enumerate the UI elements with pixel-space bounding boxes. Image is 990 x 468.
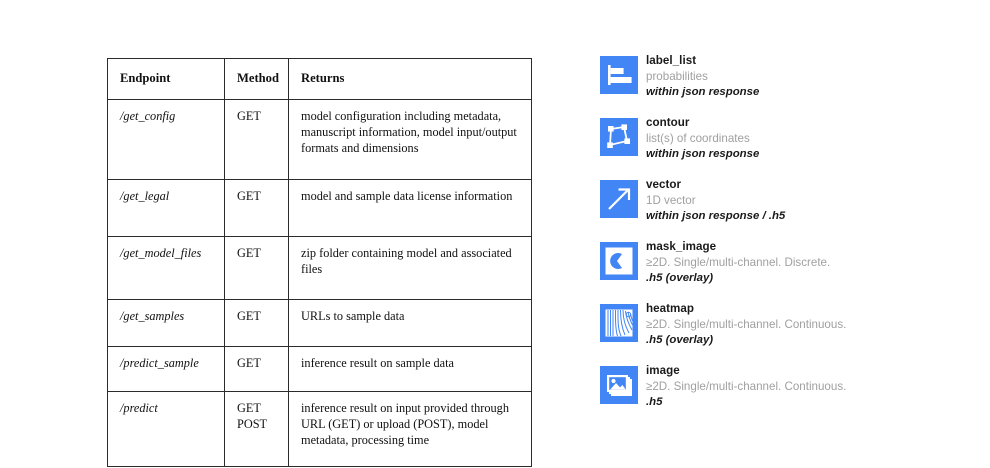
cell-endpoint: /get_config bbox=[107, 98, 225, 180]
cell-method: GET bbox=[224, 298, 289, 347]
table-header-row: Endpoint Method Returns bbox=[107, 58, 532, 100]
cell-method: GET bbox=[224, 345, 289, 392]
cell-endpoint: /get_legal bbox=[107, 178, 225, 237]
legend-item-heatmap: heatmap ≥2D. Single/multi-channel. Conti… bbox=[600, 301, 940, 366]
heatmap-contour-icon bbox=[600, 304, 638, 342]
cell-returns: model configuration including metadata, … bbox=[288, 98, 532, 180]
legend-subtitle: list(s) of coordinates bbox=[646, 131, 750, 145]
bar-chart-icon bbox=[600, 56, 638, 94]
legend-note: within json response bbox=[646, 85, 760, 98]
table-row: /get_model_files GET zip folder containi… bbox=[107, 235, 532, 300]
legend-note: .h5 (overlay) bbox=[646, 271, 714, 284]
legend-note: .h5 (overlay) bbox=[646, 333, 714, 346]
mask-blob-icon bbox=[600, 242, 638, 280]
legend-subtitle: ≥2D. Single/multi-channel. Continuous. bbox=[646, 317, 847, 331]
output-type-legend: label_list probabilities within json res… bbox=[600, 53, 940, 428]
legend-item-label-list: label_list probabilities within json res… bbox=[600, 53, 940, 118]
cell-returns: inference result on sample data bbox=[288, 345, 532, 392]
cell-returns: URLs to sample data bbox=[288, 298, 532, 347]
legend-title: contour bbox=[646, 116, 690, 129]
cell-endpoint: /predict bbox=[107, 390, 225, 467]
table-row: /predict GET POST inference result on in… bbox=[107, 390, 532, 467]
cell-method: GET bbox=[224, 235, 289, 300]
table-row: /get_config GET model configuration incl… bbox=[107, 98, 532, 180]
legend-text-block: label_list probabilities within json res… bbox=[646, 53, 938, 101]
endpoint-table: Endpoint Method Returns /get_config GET … bbox=[107, 58, 532, 467]
legend-note: .h5 bbox=[646, 395, 663, 408]
legend-note: within json response / .h5 bbox=[646, 209, 786, 222]
cell-returns: model and sample data license informatio… bbox=[288, 178, 532, 237]
endpoint-table-container: Endpoint Method Returns /get_config GET … bbox=[107, 58, 532, 467]
cell-returns: zip folder containing model and associat… bbox=[288, 235, 532, 300]
legend-text-block: vector 1D vector within json response / … bbox=[646, 177, 938, 225]
legend-subtitle: 1D vector bbox=[646, 193, 696, 207]
column-header-endpoint: Endpoint bbox=[107, 58, 225, 100]
photo-stack-icon bbox=[600, 366, 638, 404]
cell-endpoint: /predict_sample bbox=[107, 345, 225, 392]
legend-note: within json response bbox=[646, 147, 760, 160]
cell-returns: inference result on input provided throu… bbox=[288, 390, 532, 467]
cell-method: GET bbox=[224, 98, 289, 180]
cell-endpoint: /get_model_files bbox=[107, 235, 225, 300]
table-row: /predict_sample GET inference result on … bbox=[107, 345, 532, 392]
legend-item-mask-image: mask_image ≥2D. Single/multi-channel. Di… bbox=[600, 239, 940, 304]
table-row: /get_legal GET model and sample data lic… bbox=[107, 178, 532, 237]
polygon-contour-icon bbox=[600, 118, 638, 156]
legend-title: vector bbox=[646, 178, 682, 191]
cell-method: GET POST bbox=[224, 390, 289, 467]
legend-item-vector: vector 1D vector within json response / … bbox=[600, 177, 940, 242]
arrow-up-right-icon bbox=[600, 180, 638, 218]
legend-text-block: mask_image ≥2D. Single/multi-channel. Di… bbox=[646, 239, 938, 287]
legend-text-block: heatmap ≥2D. Single/multi-channel. Conti… bbox=[646, 301, 938, 349]
legend-text-block: image ≥2D. Single/multi-channel. Continu… bbox=[646, 363, 938, 411]
column-header-method: Method bbox=[224, 58, 289, 100]
legend-subtitle: ≥2D. Single/multi-channel. Continuous. bbox=[646, 379, 847, 393]
legend-title: mask_image bbox=[646, 240, 717, 253]
legend-subtitle: ≥2D. Single/multi-channel. Discrete. bbox=[646, 255, 831, 269]
legend-text-block: contour list(s) of coordinates within js… bbox=[646, 115, 938, 163]
cell-method: GET bbox=[224, 178, 289, 237]
column-header-returns: Returns bbox=[288, 58, 532, 100]
cell-endpoint: /get_samples bbox=[107, 298, 225, 347]
legend-subtitle: probabilities bbox=[646, 69, 708, 83]
legend-item-image: image ≥2D. Single/multi-channel. Continu… bbox=[600, 363, 940, 428]
legend-title: label_list bbox=[646, 54, 697, 67]
legend-item-contour: contour list(s) of coordinates within js… bbox=[600, 115, 940, 180]
legend-title: image bbox=[646, 364, 680, 377]
legend-title: heatmap bbox=[646, 302, 695, 315]
table-row: /get_samples GET URLs to sample data bbox=[107, 298, 532, 347]
